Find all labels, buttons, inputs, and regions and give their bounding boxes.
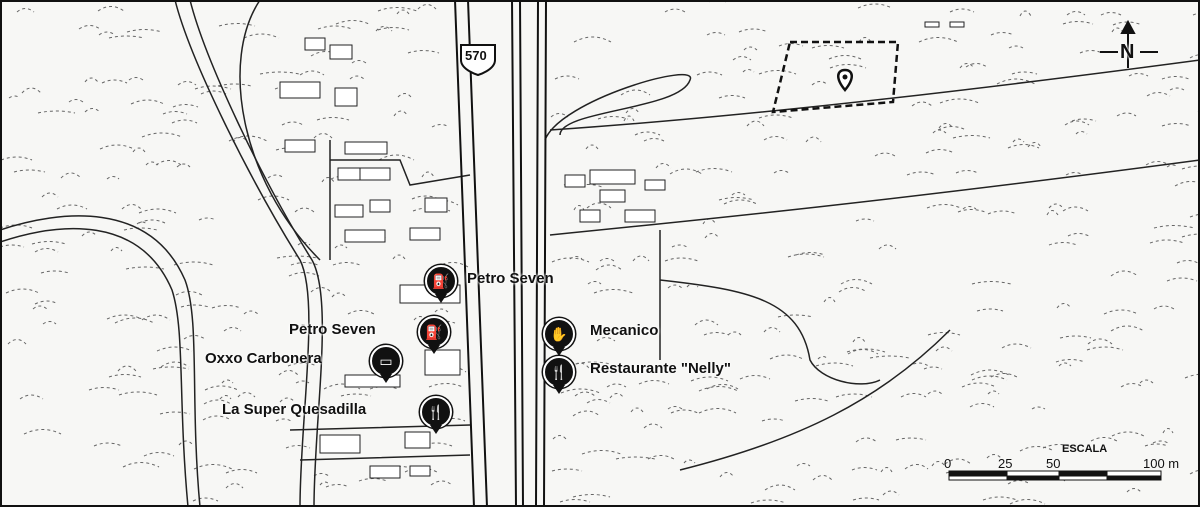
north-arrow-icon (1100, 19, 1158, 68)
highway-number: 570 (465, 48, 487, 63)
mechanic-icon[interactable]: ✋ (543, 318, 575, 356)
scale-tick: 100 m (1143, 456, 1180, 471)
location-marker-icon (837, 68, 853, 92)
highway-shield-icon (460, 44, 496, 77)
poi-label[interactable]: Restaurante "Nelly" (590, 360, 731, 377)
store-icon[interactable]: ▭ (370, 345, 402, 383)
scale-bar (948, 470, 1162, 481)
scale-tick: 25 (998, 456, 1013, 471)
buildings (279, 21, 965, 479)
property-boundary (771, 40, 900, 114)
poi-label[interactable]: La Super Quesadilla (222, 401, 367, 418)
highway-570 (454, 0, 547, 507)
poi-label[interactable]: Mecanico (590, 322, 659, 339)
fuel-station-icon[interactable]: ⛽ (418, 316, 450, 354)
poi-label[interactable]: Petro Seven (467, 270, 554, 287)
scale-tick: 0 (944, 456, 952, 471)
restaurant-icon[interactable]: 🍴 (543, 356, 575, 394)
poi-label[interactable]: Oxxo Carbonera (205, 350, 322, 367)
restaurant-icon[interactable]: 🍴 (420, 396, 452, 434)
scale-title: ESCALA (1062, 443, 1108, 455)
north-label: N (1120, 41, 1135, 63)
poi-label[interactable]: Petro Seven (289, 321, 376, 338)
scale-tick: 50 (1046, 456, 1061, 471)
fuel-station-icon[interactable]: ⛽ (425, 265, 457, 303)
